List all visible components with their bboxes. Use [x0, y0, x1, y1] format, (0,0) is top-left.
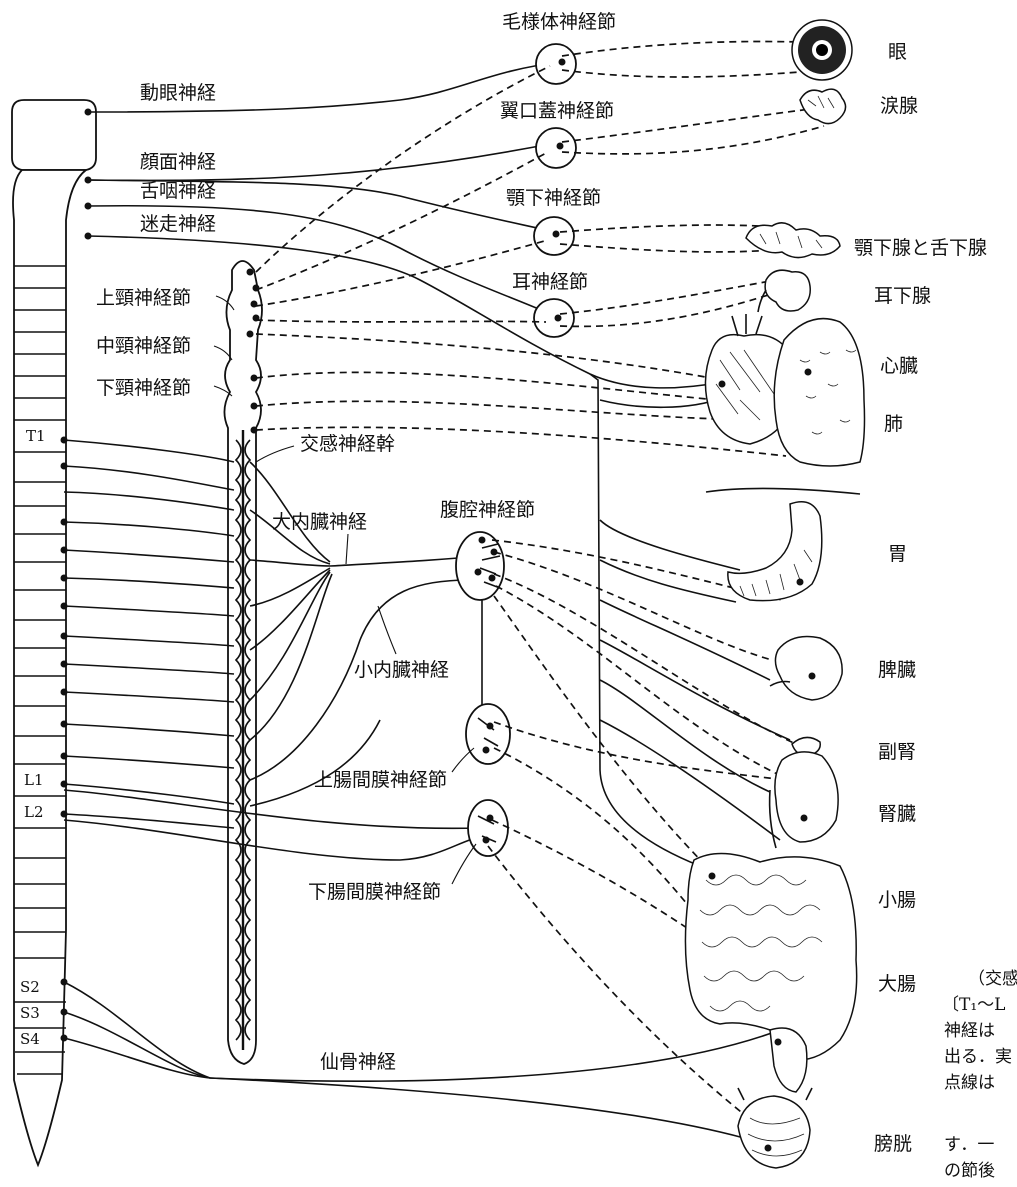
label-ciliary-ganglion: 毛様体神経節 — [502, 11, 616, 33]
label-otic-ganglion: 耳神経節 — [512, 271, 588, 293]
label-lung: 肺 — [884, 413, 903, 435]
label-parotid-gland: 耳下腺 — [874, 285, 931, 307]
caption-line-1: （交感 — [968, 969, 1017, 989]
organ-intestines — [685, 853, 856, 1092]
label-stomach: 胃 — [888, 543, 907, 565]
label-kidney: 腎臓 — [878, 803, 916, 825]
organ-bladder — [738, 1088, 812, 1168]
organ-adrenal-kidney — [770, 737, 839, 848]
ciliary-ganglion — [536, 44, 576, 84]
label-oculomotor-nerve: 動眼神経 — [140, 82, 216, 104]
label-vagus-nerve: 迷走神経 — [140, 213, 216, 235]
organ-parotid-gland — [758, 270, 810, 312]
segment-label-s2: S2 — [20, 978, 40, 996]
label-greater-splanchnic-nerve: 大内臓神経 — [272, 511, 367, 533]
label-glossopharyngeal-nerve: 舌咽神経 — [140, 180, 216, 202]
label-submandibular-ganglion: 顎下神経節 — [506, 187, 601, 209]
label-superior-cervical-ganglion: 上頸神経節 — [96, 287, 191, 309]
label-spleen: 脾臓 — [878, 659, 916, 681]
label-small-intestine: 小腸 — [878, 889, 916, 911]
label-sacral-nerve: 仙骨神経 — [320, 1051, 396, 1073]
nerve-labels: 動眼神経 顔面神経 舌咽神経 迷走神経 上頸神経節 中頸神経節 下頸神経節 交感… — [96, 11, 616, 1073]
segment-label-s3: S3 — [20, 1004, 40, 1022]
pterygopalatine-ganglion — [536, 128, 576, 168]
label-inferior-mesenteric-ganglion: 下腸間膜神経節 — [308, 881, 441, 903]
label-lesser-splanchnic-nerve: 小内臓神経 — [354, 659, 449, 681]
label-pterygopalatine-ganglion: 翼口蓋神経節 — [500, 100, 614, 122]
label-middle-cervical-ganglion: 中頸神経節 — [96, 335, 191, 357]
organ-eye — [792, 20, 852, 80]
label-adrenal: 副腎 — [878, 741, 916, 763]
label-heart: 心臓 — [880, 355, 918, 377]
caption-line-3: 神経は — [944, 1021, 995, 1041]
label-bladder: 膀胱 — [874, 1133, 912, 1155]
organ-stomach — [706, 488, 860, 600]
label-lacrimal-gland: 涙腺 — [880, 94, 918, 117]
caption-line-7: の節後 — [944, 1161, 995, 1181]
label-superior-mesenteric-ganglion: 上腸間膜神経節 — [314, 769, 447, 791]
label-large-intestine: 大腸 — [878, 973, 916, 995]
otic-ganglion — [534, 299, 574, 337]
ganglia — [456, 44, 576, 856]
segment-label-l1: L1 — [24, 771, 44, 789]
organ-lacrimal-gland — [800, 89, 846, 123]
organ-lung — [774, 319, 864, 466]
superior-mesenteric-ganglion — [466, 704, 510, 764]
caption: （交感 〔T₁〜L 神経は 出る．実 点線は す．一 の節後 — [942, 969, 1017, 1181]
label-eye: 眼 — [888, 41, 907, 63]
label-inferior-cervical-ganglion: 下頸神経節 — [96, 377, 191, 399]
caption-line-5: 点線は — [944, 1073, 995, 1093]
label-submandibular-sublingual-glands: 顎下腺と舌下腺 — [854, 237, 987, 259]
segment-label-l2: L2 — [24, 803, 44, 821]
segment-label-s4: S4 — [20, 1030, 40, 1048]
label-celiac-ganglion: 腹腔神経節 — [440, 499, 535, 521]
label-sympathetic-trunk: 交感神経幹 — [300, 433, 395, 455]
organ-spleen — [770, 637, 842, 701]
label-facial-nerve: 顔面神経 — [140, 151, 216, 173]
spinal-cord: T1 L1 L2 S2 S3 S4 — [12, 100, 96, 1165]
sympathetic-trunk-chain — [224, 261, 262, 1064]
midbrain-outline — [12, 100, 96, 170]
caption-line-2: 〔T₁〜L — [942, 995, 1005, 1015]
caption-line-6: す．一 — [944, 1135, 994, 1155]
organ-submandibular-sublingual-glands — [746, 223, 840, 258]
caption-line-4: 出る．実 — [944, 1047, 1012, 1067]
segment-label-t1: T1 — [26, 427, 46, 445]
